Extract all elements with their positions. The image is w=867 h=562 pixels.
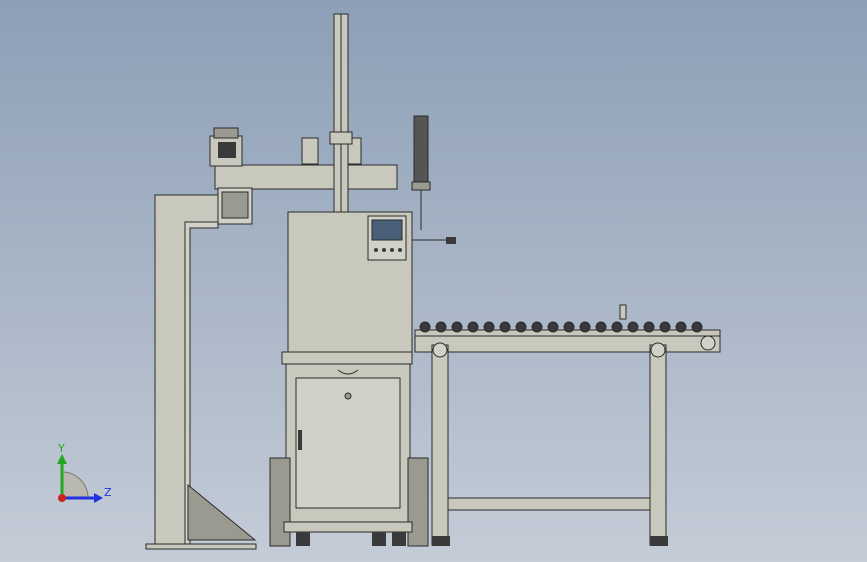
- robot-arm: [209, 127, 398, 225]
- triad-rotation-arc: [61, 471, 89, 499]
- triad-y-label: Y: [58, 442, 65, 455]
- main-cabinet-lower: [269, 363, 429, 547]
- stack-light-tower: [410, 115, 456, 244]
- gantry-column: [145, 194, 257, 550]
- triad-z-label: Z: [104, 486, 112, 499]
- vertical-lift-axis: [329, 13, 353, 215]
- view-triad[interactable]: Y Z: [40, 440, 120, 510]
- triad-graphic: [57, 454, 103, 503]
- roller-conveyor: [414, 304, 721, 546]
- main-cabinet-upper: [281, 211, 413, 365]
- conveyor-rollers: [419, 321, 703, 333]
